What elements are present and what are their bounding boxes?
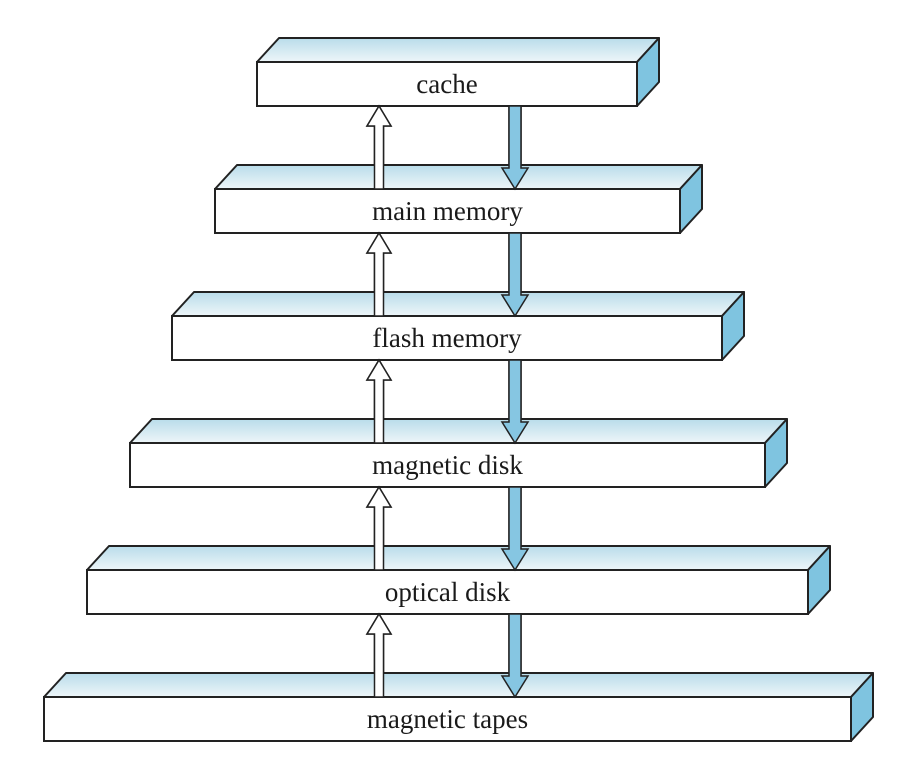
box-front-face (43, 696, 852, 742)
level-label: magnetic tapes (367, 704, 528, 734)
level-box-flash-memory: flash memory (171, 291, 745, 361)
box-front-face (171, 315, 723, 361)
box-top-face (256, 37, 660, 63)
level-box-cache: cache (256, 37, 660, 107)
box-top-face (86, 545, 831, 571)
level-label: main memory (372, 196, 523, 226)
down-arrow-icon (500, 232, 530, 318)
box-top-face (214, 164, 703, 190)
up-arrow-icon (365, 231, 393, 317)
up-arrow-icon (365, 104, 393, 190)
down-arrow-icon (500, 105, 530, 191)
up-arrow-icon (365, 358, 393, 444)
level-box-magnetic-disk: magnetic disk (129, 418, 788, 488)
level-label: cache (416, 69, 477, 99)
box-top-face (43, 672, 874, 698)
level-box-main-memory: main memory (214, 164, 703, 234)
box-top-face (129, 418, 788, 444)
boxes-layer: cache main memory flash memory magnetic dis… (43, 37, 874, 742)
level-box-optical-disk: optical disk (86, 545, 831, 615)
up-arrow-icon (365, 612, 393, 698)
level-label: flash memory (372, 323, 522, 353)
box-front-face (129, 442, 766, 488)
level-label: magnetic disk (372, 450, 523, 480)
up-arrow-icon (365, 485, 393, 571)
box-front-face (256, 61, 638, 107)
level-box-magnetic-tapes: magnetic tapes (43, 672, 874, 742)
down-arrow-icon (500, 613, 530, 699)
arrows-overlay (365, 104, 530, 699)
box-top-face (171, 291, 745, 317)
box-front-face (214, 188, 681, 234)
down-arrow-icon (500, 486, 530, 572)
box-front-face (86, 569, 809, 615)
down-arrow-icon (500, 359, 530, 445)
level-label: optical disk (385, 577, 511, 607)
